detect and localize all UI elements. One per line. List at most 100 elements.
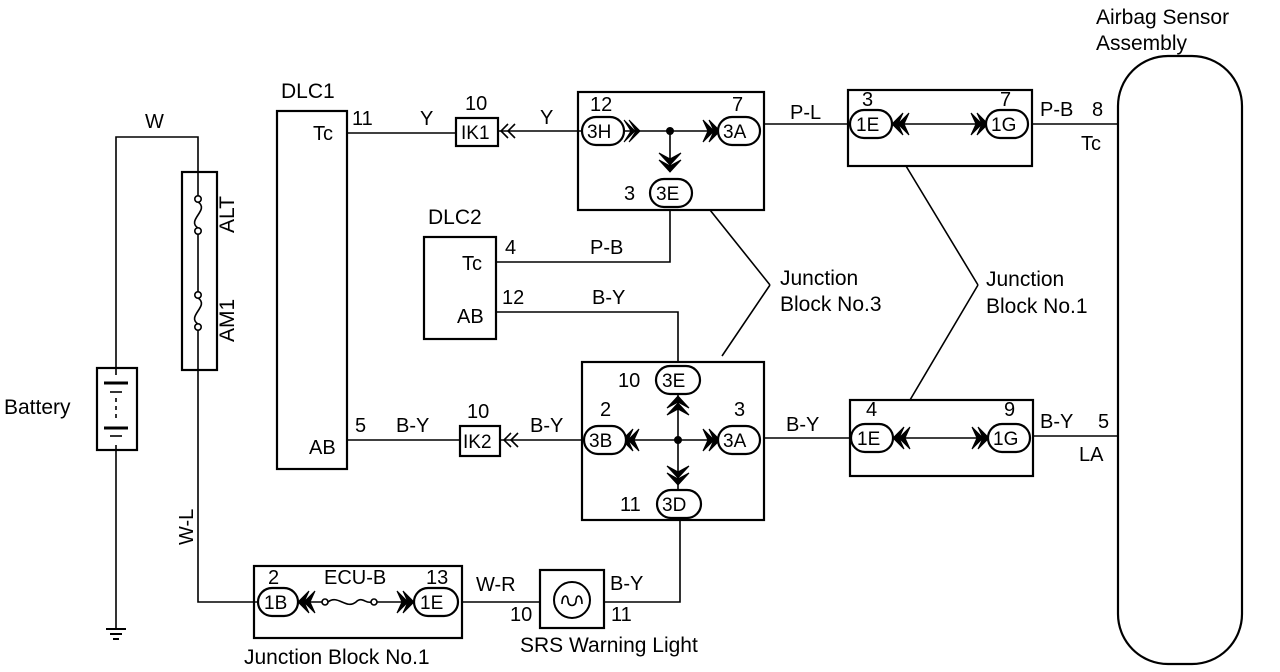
svg-text:1B: 1B <box>264 593 287 614</box>
srs-light-label: SRS Warning Light <box>520 634 698 657</box>
connector-3e-bot <box>654 364 702 396</box>
dlc1-title: DLC1 <box>281 80 335 103</box>
airbag-sensor-title-2: Assembly <box>1096 32 1188 55</box>
jb3-bottom-box <box>580 360 766 522</box>
wire-color-y-1: Y <box>420 108 433 130</box>
jb1b-arrow-left <box>297 590 316 614</box>
am1-fuse-symbol <box>193 297 203 325</box>
pin-dlc2-tc: 4 <box>505 237 516 259</box>
jb1-top: 1E 1G <box>846 88 1034 168</box>
dlc2: DLC2 Tc AB <box>422 206 498 341</box>
connector-3a-top <box>716 115 762 147</box>
wire-color-p-l: P-L <box>790 102 821 124</box>
wire-color-w-r: W-R <box>476 574 516 596</box>
jb1-bottom-right: 1E 1G <box>848 398 1035 478</box>
dlc1-box <box>275 109 349 471</box>
dlc2-box <box>422 235 498 341</box>
pin-1g-top: 7 <box>1000 89 1011 111</box>
wire-color-b-y-srs: B-Y <box>610 573 643 595</box>
ecu-b-label: ECU-B <box>324 567 386 589</box>
wire-srs-jb3 <box>604 520 681 603</box>
srs-lamp-icon <box>553 581 591 619</box>
jb1b-arrow-right <box>396 590 415 614</box>
jb3-bot-arrow-down <box>666 465 690 486</box>
pin-3e-top: 3 <box>624 183 635 205</box>
svg-text:3E: 3E <box>662 371 685 392</box>
svg-text:1E: 1E <box>420 593 443 614</box>
pin-srs-out: 11 <box>611 604 632 626</box>
jb3-label-line1: Junction <box>780 267 858 290</box>
connector-3d <box>655 488 703 520</box>
pin-3a-bot: 3 <box>734 399 745 421</box>
jb3-bot-arrow-up <box>666 395 690 416</box>
svg-text:1G: 1G <box>991 115 1016 136</box>
jb3-bottom: 3E 3B 3A 3D <box>580 360 766 522</box>
jb1-bot-arrow-left <box>892 426 911 450</box>
leader-jb1 <box>905 165 979 401</box>
svg-text:3D: 3D <box>662 495 686 516</box>
wire-color-b-y-jb3-jb1: B-Y <box>786 414 819 436</box>
jb3-top-arrow-down <box>658 152 682 173</box>
jb1-top-arrow-left <box>891 112 910 136</box>
jb1-bottom-label: Junction Block No.1 <box>244 646 430 669</box>
wire-am1-down <box>197 369 258 603</box>
pin-1e-bot: 4 <box>866 399 877 421</box>
am1-fuse-label: AM1 <box>216 299 239 342</box>
airbag-sensor-assembly: Airbag Sensor Assembly <box>1096 6 1244 666</box>
srs-lamp-filament <box>561 595 583 607</box>
srs-light-box <box>538 568 606 630</box>
jb3-label-line2: Block No.3 <box>780 293 882 316</box>
pin-1e-top: 3 <box>862 89 873 111</box>
ground-symbol <box>106 628 126 640</box>
svg-text:3E: 3E <box>656 184 679 205</box>
pin-ik2: 10 <box>467 401 489 423</box>
wire-color-y-2: Y <box>540 107 553 129</box>
pin-1g-bot: 9 <box>1004 399 1015 421</box>
connector-3a-bot <box>716 424 762 456</box>
ik1-arrow <box>499 123 516 139</box>
wire-color-p-b-dlc2: P-B <box>590 237 623 259</box>
connector-1e-jb1b <box>412 586 460 618</box>
pin-3e-bot: 10 <box>618 370 640 392</box>
connector-1g-bot <box>986 422 1032 454</box>
leader-jb3 <box>709 209 771 357</box>
jb1-top-box <box>846 88 1034 168</box>
jb3-bot-arrow-right <box>702 428 721 452</box>
fuse-block-box <box>180 170 219 372</box>
battery: Battery <box>4 366 139 452</box>
wire-color-w-l: W-L <box>176 509 198 545</box>
pin-airbag-tc: 8 <box>1092 99 1103 121</box>
jb1-right-label-line2: Block No.1 <box>986 295 1088 318</box>
ecu-b-fuse-symbol <box>327 598 372 606</box>
srs-warning-light: SRS Warning Light <box>520 568 698 657</box>
jb3-top: 3H 3A 3E <box>576 90 766 212</box>
wire-color-b-y-airbag: B-Y <box>1040 411 1073 433</box>
pin-dlc1-ab: 5 <box>355 415 366 437</box>
pin-1e-jb1b: 13 <box>426 567 448 589</box>
jb1-bot-arrow-right <box>971 426 990 450</box>
jb1-top-arrow-right <box>970 112 989 136</box>
wire-color-w: W <box>145 111 164 133</box>
alt-fuse-symbol <box>193 201 203 229</box>
wire-color-b-y-ik2: B-Y <box>530 415 563 437</box>
connector-ik1: IK1 <box>454 116 516 148</box>
airbag-la-terminal: LA <box>1079 444 1104 466</box>
pin-dlc2-ab: 12 <box>502 287 524 309</box>
dlc1: DLC1 Tc AB <box>275 80 349 471</box>
wire-dlc2-tc <box>496 210 671 263</box>
pin-3a-top: 7 <box>732 94 743 116</box>
wire-color-b-y-dlc1: B-Y <box>396 415 429 437</box>
pin-airbag-la: 5 <box>1098 411 1109 433</box>
connector-1e-top <box>848 108 894 140</box>
jb3-top-arrow-left <box>623 119 641 143</box>
fuse-block: ALT AM1 <box>180 170 239 372</box>
jb3-top-arrow-right <box>702 119 721 143</box>
svg-text:1E: 1E <box>857 429 880 450</box>
connector-3h <box>580 115 626 147</box>
dlc1-tc-terminal: Tc <box>313 123 333 145</box>
svg-text:1E: 1E <box>856 115 879 136</box>
wire-dlc2-ab <box>496 311 679 362</box>
connector-1b <box>256 586 300 618</box>
connector-3e-top <box>648 177 694 209</box>
dlc1-ab-terminal: AB <box>309 437 336 459</box>
